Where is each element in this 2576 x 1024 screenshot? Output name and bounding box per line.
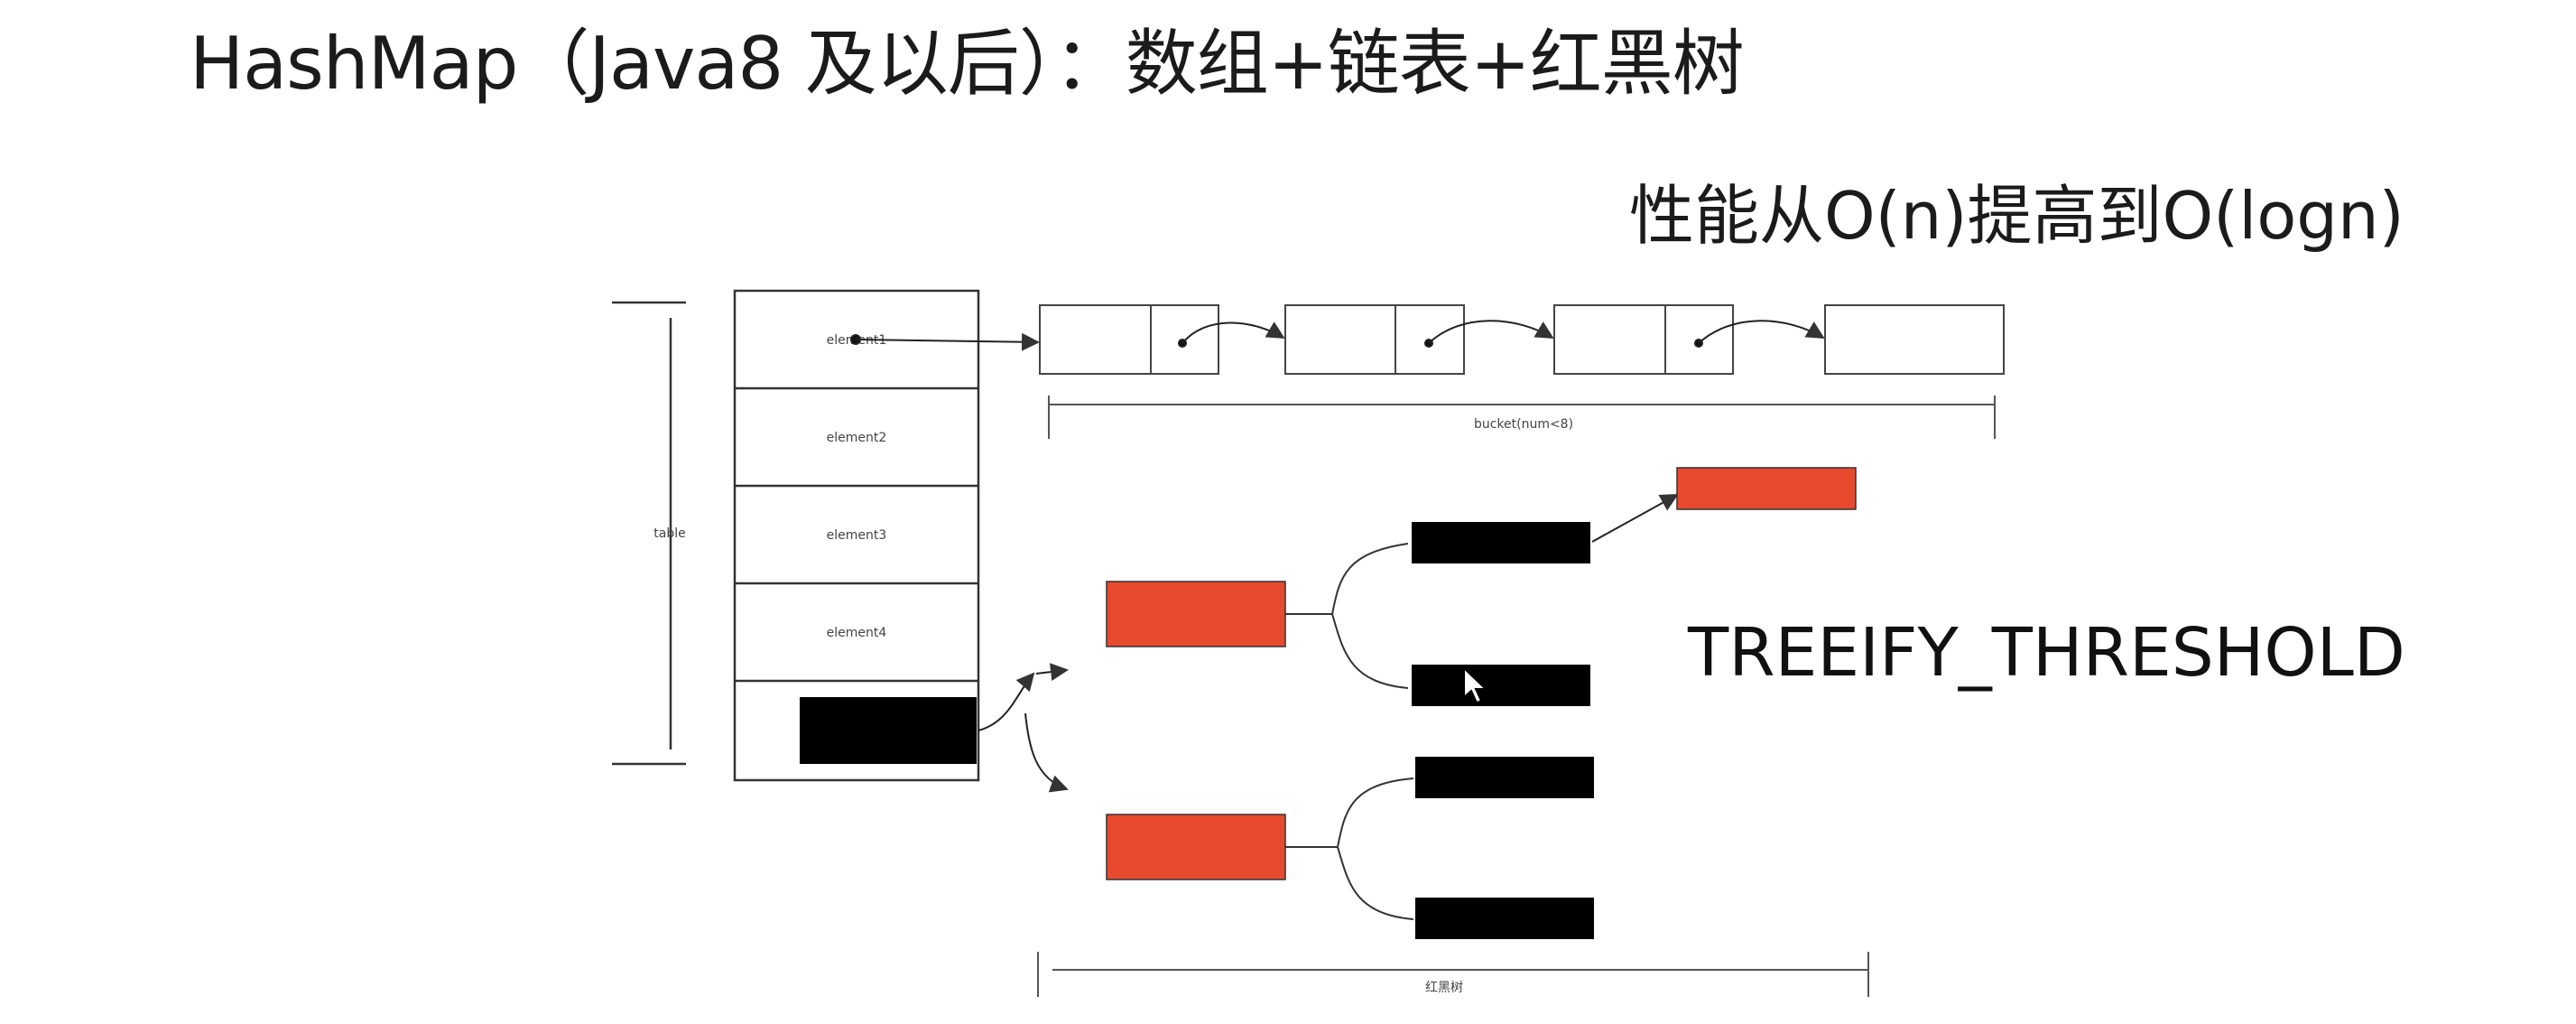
table-element-2: element2 xyxy=(827,431,887,445)
tree-black-node-4 xyxy=(1415,898,1594,939)
table-element-4: element4 xyxy=(827,626,887,640)
page-title: HashMap（Java8 及以后）：数组+链表+红黑树 xyxy=(190,22,1745,106)
tree-black-node-2 xyxy=(1412,665,1590,706)
tree-label: 红黑树 xyxy=(1425,981,1463,995)
table-dimension xyxy=(612,301,686,766)
table-element-3: element3 xyxy=(827,528,887,543)
table-label: table xyxy=(653,526,685,541)
tree-black-node-3 xyxy=(1415,757,1594,798)
red-black-tree xyxy=(978,467,1857,939)
tree-dimension xyxy=(1037,952,1869,997)
performance-note: 性能从O(n)提高到O(logn) xyxy=(1629,178,2405,254)
table-tree-node xyxy=(800,697,977,764)
bucket-dimension xyxy=(1048,396,1996,439)
mouse-cursor-icon xyxy=(1463,666,1488,704)
tree-black-node-1 xyxy=(1412,522,1590,563)
list-pointers xyxy=(850,320,1825,351)
tree-red-node-top xyxy=(1676,467,1857,510)
tree-red-node-2 xyxy=(1106,814,1286,880)
bucket-label: bucket(num<8) xyxy=(1474,417,1573,432)
tree-red-node-1 xyxy=(1106,581,1286,647)
linked-list xyxy=(1039,304,2005,375)
treeify-threshold-label: TREEIFY_THRESHOLD xyxy=(1688,614,2405,692)
